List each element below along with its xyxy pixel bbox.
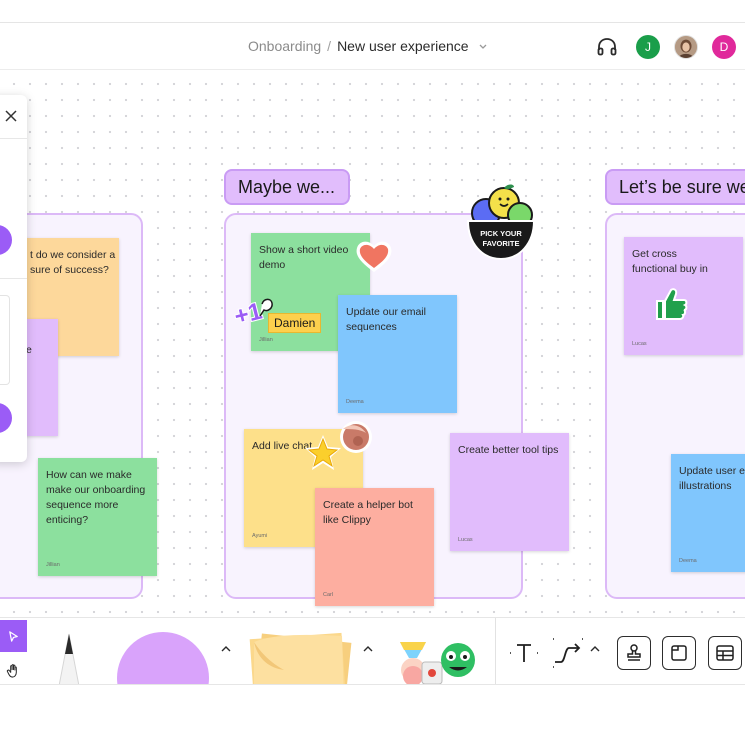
column-title-maybe-we[interactable]: Maybe we... — [224, 169, 350, 205]
hand-icon — [6, 663, 17, 678]
breadcrumb-parent[interactable]: Onboarding — [248, 38, 322, 54]
sticky-note-illustrations[interactable]: Update user ed illustrations Deema — [671, 454, 745, 572]
sticky-note-onboarding[interactable]: How can we make make our onboarding sequ… — [38, 458, 157, 576]
sticky-note-author: Lucas — [632, 341, 647, 347]
shape-circle-tool[interactable] — [117, 632, 209, 684]
chevron-down-icon[interactable] — [478, 41, 488, 51]
panel-divider — [0, 278, 27, 279]
plus-one-label: +1 — [232, 298, 265, 328]
sticky-note-author: Deema — [679, 558, 697, 564]
chevron-up-icon[interactable] — [361, 642, 375, 656]
breadcrumb[interactable]: Onboarding / New user experience — [248, 38, 488, 54]
stamp-icon — [627, 644, 641, 661]
panel-divider — [0, 138, 27, 139]
avatar-initial: D — [719, 40, 729, 54]
pick-your-favorite-icon[interactable]: PICK YOUR FAVORITE — [462, 181, 540, 263]
close-icon[interactable] — [4, 109, 18, 123]
stickers-tool[interactable] — [386, 636, 478, 685]
text-tool-button[interactable] — [507, 636, 541, 670]
sticky-note-text: How can we make make our onboarding sequ… — [46, 469, 146, 526]
thumbs-up-icon[interactable] — [654, 286, 688, 322]
sticky-note-text: Update user ed illustrations — [679, 465, 745, 492]
connector-tool-button[interactable] — [551, 636, 585, 670]
sticky-note-author: Deema — [346, 399, 364, 405]
breadcrumb-current[interactable]: New user experience — [337, 38, 469, 54]
column-title-lets-be-sure[interactable]: Let’s be sure we — [605, 169, 745, 205]
heart-icon[interactable] — [354, 237, 394, 275]
pointer-icon — [9, 630, 18, 642]
user-photo-icon — [675, 36, 697, 58]
cookie-sticker-icon[interactable] — [338, 419, 373, 454]
sticky-note-text: Create a helper bot like Clippy — [323, 499, 413, 526]
text-tool-icon — [510, 644, 538, 662]
bottom-toolbar — [0, 617, 745, 685]
avatar-j[interactable]: J — [636, 35, 660, 59]
panel-add-button[interactable] — [0, 403, 12, 433]
sticky-note-author: Jillian — [46, 562, 60, 568]
section-tool-button[interactable] — [662, 636, 696, 670]
sticky-note-text: Add live chat — [252, 440, 313, 452]
frame-icon — [671, 645, 687, 661]
sticky-note-author: Carl — [323, 592, 334, 598]
sticky-note-text: Update our email sequences — [346, 306, 426, 333]
top-bar: Onboarding / New user experience J D — [0, 22, 745, 70]
sticky-note-author: Ayumi — [252, 533, 268, 539]
sticky-note-author: Lucas — [458, 537, 473, 543]
panel-add-button[interactable] — [0, 225, 12, 255]
pick-sticker-line2: FAVORITE — [483, 239, 520, 248]
cursor-name-label-damien: Damien — [268, 313, 322, 333]
sticky-note-text: t do we consider a sure of success? — [30, 249, 116, 276]
sticky-note-cross-functional[interactable]: Get cross functional buy in Lucas — [624, 237, 743, 355]
hand-tool-button[interactable] — [0, 655, 27, 684]
avatar-photo[interactable] — [674, 35, 698, 59]
sticky-note-helper-bot[interactable]: Create a helper bot like Clippy Carl — [315, 488, 434, 606]
sticky-note-text: Show a short video demo — [259, 244, 349, 271]
chevron-up-icon[interactable] — [219, 642, 233, 656]
avatar-d[interactable]: D — [712, 35, 736, 59]
chevron-up-icon[interactable] — [588, 642, 602, 656]
headphones-icon[interactable] — [596, 36, 618, 58]
breadcrumb-separator: / — [327, 38, 332, 54]
toolbar-divider — [495, 618, 496, 684]
sticky-note-tool[interactable] — [244, 630, 354, 685]
sticky-note-text: e — [26, 344, 32, 356]
sticky-note-email-sequences[interactable]: Update our email sequences Deema — [338, 295, 457, 413]
star-icon[interactable] — [304, 434, 342, 472]
panel-input-box[interactable] — [0, 295, 10, 385]
pick-sticker-line1: PICK YOUR — [480, 229, 522, 238]
sticky-note-tool-tips[interactable]: Create better tool tips Lucas — [450, 433, 569, 551]
sticky-note-text: Get cross functional buy in — [632, 248, 708, 275]
stamp-tool-button[interactable] — [617, 636, 651, 670]
table-icon — [716, 645, 734, 661]
sticky-note-author: Jillian — [259, 337, 273, 343]
marker-pen-tool[interactable] — [44, 632, 94, 685]
side-panel — [0, 95, 27, 462]
avatar-initial: J — [645, 40, 651, 54]
connector-icon — [553, 638, 583, 668]
select-tool-button[interactable] — [0, 620, 27, 652]
sticky-note-text: Create better tool tips — [458, 444, 559, 456]
table-tool-button[interactable] — [708, 636, 742, 670]
plus-one-icon[interactable]: +1 — [229, 286, 279, 328]
